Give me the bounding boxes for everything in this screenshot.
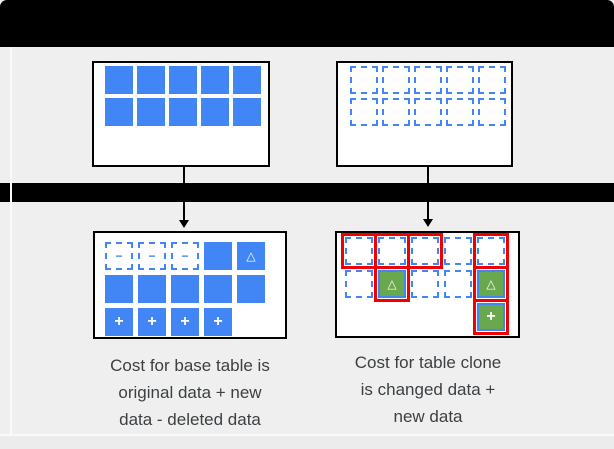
table-cell-dashed <box>345 270 373 298</box>
table-cell-dashed <box>444 237 472 265</box>
base-table-initial-grid <box>105 66 268 126</box>
table-cell-dashed <box>446 98 474 126</box>
base-table-after-box: −−−△++++ <box>93 231 287 339</box>
table-cell-dashed-minus: − <box>105 242 133 270</box>
table-cell-solid <box>201 66 229 94</box>
base-table-after-grid: −−−△++++ <box>105 242 285 336</box>
table-cell-dashed <box>414 98 442 126</box>
redaction-bar-top <box>0 0 614 47</box>
table-cell-dashed <box>444 270 472 298</box>
table-cell-dashed-minus: − <box>138 242 166 270</box>
base-table-cost-caption: Cost for base table is original data + n… <box>110 356 270 429</box>
table-cell-solid-plus: + <box>138 308 166 336</box>
table-cell-dashed-red-outline <box>374 233 410 269</box>
table-cell-dashed <box>446 66 474 94</box>
table-cell-green-triangle-red-outline: △ <box>473 266 509 302</box>
table-cell-dashed <box>478 66 506 94</box>
table-cell-dashed-minus: − <box>171 242 199 270</box>
table-cell-solid <box>204 275 232 303</box>
table-cell-dashed-red-outline <box>473 233 509 269</box>
table-cell-dashed <box>478 98 506 126</box>
down-arrow-left <box>179 167 189 228</box>
table-cell-dashed-red-outline <box>407 233 443 269</box>
table-cell-solid <box>137 98 165 126</box>
card-edge-vertical-line <box>10 47 12 435</box>
table-cell-dashed <box>411 270 439 298</box>
table-cell-solid <box>233 66 261 94</box>
table-cell-dashed-red-outline <box>341 233 377 269</box>
table-cell-solid-plus: + <box>204 308 232 336</box>
card-edge-horizontal-line <box>0 434 614 436</box>
table-cell-solid <box>237 275 265 303</box>
table-cell-solid <box>169 98 197 126</box>
table-cell-solid <box>138 275 166 303</box>
table-cell-solid-triangle: △ <box>237 242 265 270</box>
bottom-strip <box>0 436 614 449</box>
table-cell-solid <box>137 66 165 94</box>
table-clone-initial-box <box>336 61 513 167</box>
table-cell-solid <box>204 242 232 270</box>
table-cell-dashed <box>382 98 410 126</box>
table-cell-solid <box>105 66 133 94</box>
table-cell-solid <box>171 275 199 303</box>
table-cell-solid <box>105 98 133 126</box>
table-cell-solid-plus: + <box>171 308 199 336</box>
table-cell-solid <box>169 66 197 94</box>
table-clone-initial-grid <box>350 66 511 126</box>
redaction-bar-middle <box>0 183 614 202</box>
table-cell-green-triangle-red-outline: △ <box>374 266 410 302</box>
table-cell-dashed <box>414 66 442 94</box>
table-clone-cost-caption: Cost for table clone is changed data + n… <box>354 353 502 426</box>
down-arrow-right <box>423 167 433 227</box>
table-cell-dashed <box>382 66 410 94</box>
table-cell-solid-plus: + <box>105 308 133 336</box>
table-cell-solid <box>201 98 229 126</box>
table-cell-dashed <box>350 66 378 94</box>
table-cell-dashed <box>350 98 378 126</box>
table-cell-green-plus-red-outline: + <box>473 299 509 335</box>
table-clone-after-grid: △△+ <box>341 233 518 335</box>
table-cell-solid <box>233 98 261 126</box>
base-table-initial-box <box>92 61 270 167</box>
table-clone-after-box: △△+ <box>335 231 520 338</box>
table-cell-solid <box>105 275 133 303</box>
